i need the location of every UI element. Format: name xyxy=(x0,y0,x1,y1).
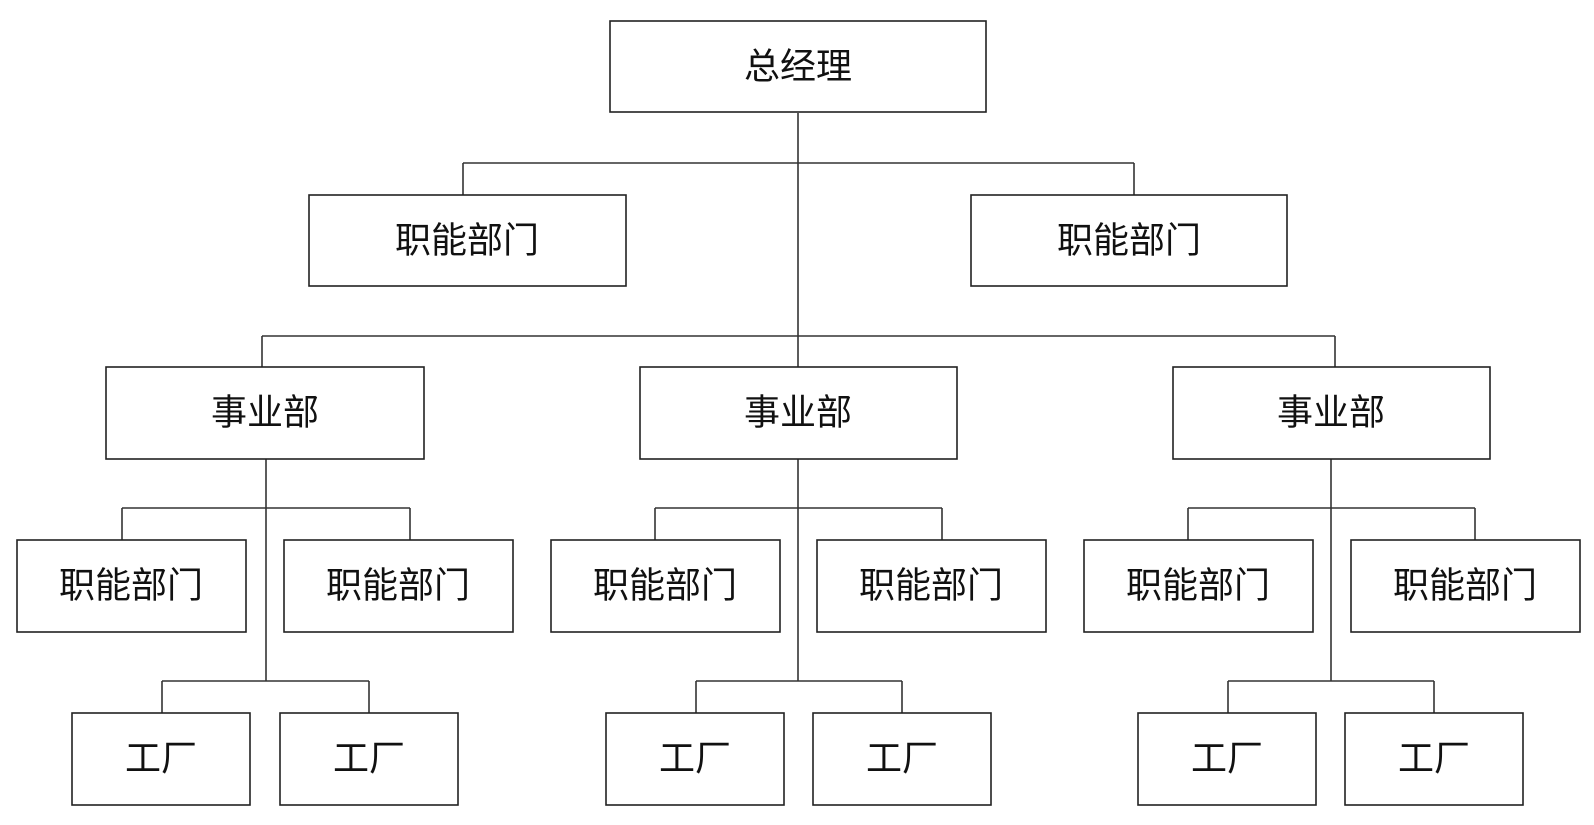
node-div1-function-left: 职能部门 xyxy=(16,539,247,633)
node-div3-factory-left: 工厂 xyxy=(1137,712,1317,806)
node-div3-factory-left-label: 工厂 xyxy=(1191,739,1263,780)
node-general-manager: 总经理 xyxy=(609,20,987,113)
node-div2-factory-right: 工厂 xyxy=(812,712,992,806)
node-div3-function-left: 职能部门 xyxy=(1083,539,1314,633)
node-hq-function-left-label: 职能部门 xyxy=(395,221,539,262)
node-div1-function-left-label: 职能部门 xyxy=(59,566,203,607)
node-division-3-label: 事业部 xyxy=(1277,393,1385,434)
node-division-2: 事业部 xyxy=(639,366,958,460)
node-div3-function-right: 职能部门 xyxy=(1350,539,1581,633)
node-division-1-label: 事业部 xyxy=(211,393,319,434)
node-div3-factory-right-label: 工厂 xyxy=(1398,739,1470,780)
node-div2-factory-left-label: 工厂 xyxy=(659,739,731,780)
node-div1-factory-left-label: 工厂 xyxy=(125,739,197,780)
node-hq-function-right: 职能部门 xyxy=(970,194,1288,287)
node-div3-factory-right: 工厂 xyxy=(1344,712,1524,806)
node-div3-function-left-label: 职能部门 xyxy=(1126,566,1270,607)
node-div3-function-right-label: 职能部门 xyxy=(1393,566,1537,607)
node-div1-function-right: 职能部门 xyxy=(283,539,514,633)
node-division-1: 事业部 xyxy=(105,366,425,460)
node-div2-function-left: 职能部门 xyxy=(550,539,781,633)
node-division-2-label: 事业部 xyxy=(744,393,852,434)
node-div2-function-right-label: 职能部门 xyxy=(859,566,1003,607)
node-div1-factory-left: 工厂 xyxy=(71,712,251,806)
node-div1-function-right-label: 职能部门 xyxy=(326,566,470,607)
node-div1-factory-right: 工厂 xyxy=(279,712,459,806)
node-hq-function-left: 职能部门 xyxy=(308,194,627,287)
node-div2-function-right: 职能部门 xyxy=(816,539,1047,633)
node-hq-function-right-label: 职能部门 xyxy=(1057,221,1201,262)
node-division-3: 事业部 xyxy=(1172,366,1491,460)
connectors xyxy=(121,113,1476,713)
node-div2-factory-right-label: 工厂 xyxy=(866,739,938,780)
node-general-manager-label: 总经理 xyxy=(744,47,852,88)
node-div2-function-left-label: 职能部门 xyxy=(593,566,737,607)
node-div1-factory-right-label: 工厂 xyxy=(333,739,405,780)
node-div2-factory-left: 工厂 xyxy=(605,712,785,806)
